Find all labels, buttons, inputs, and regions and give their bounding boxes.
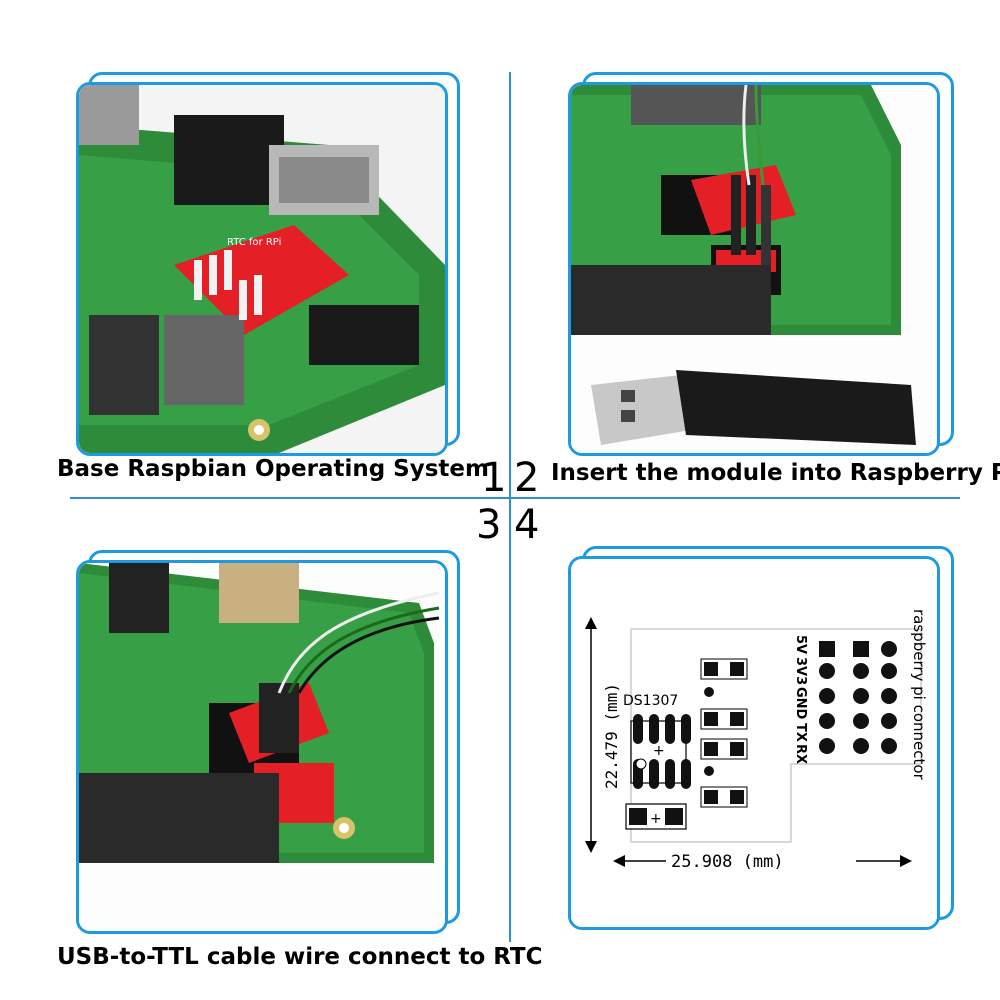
panel-2-photo [568,82,940,456]
svg-text:+: + [653,743,665,759]
chip-label: DS1307 [623,693,678,709]
step-2-caption: Insert the module into Raspberry Pi [551,460,1000,486]
svg-text:+: + [650,811,662,827]
step-1-caption: Base Raspbian Operating System [57,456,489,482]
vertical-divider [509,72,511,942]
step-4-number: 4 [514,502,540,548]
pin-label-rx: RX [793,744,808,764]
step-3-number: 3 [476,502,502,548]
pin-label-gnd: GND [793,687,808,720]
step-3-caption: USB-to-TTL cable wire connect to RTC [57,944,543,970]
pin-label-3v3: 3V3 [793,657,808,685]
height-dimension: 22.479 (mm) [602,683,621,789]
board-outline [630,628,922,843]
panel-4-schematic: 22.479 (mm) 25.908 (mm) DS1307 + + [568,556,940,930]
module-label: RTC for RPi [227,237,281,248]
panel-3-photo [76,560,448,934]
horizontal-divider [70,497,960,499]
pin-label-tx: TX [793,723,808,742]
panel-1-photo: RTC for RPi [76,82,448,456]
connector-label: raspberry pi connector [910,609,928,781]
width-dimension: 25.908 (mm) [671,852,784,872]
step-1-number: 1 [481,455,507,501]
pin-grid [819,641,897,754]
pin-label-5v: 5V [793,635,808,654]
step-2-number: 2 [514,455,540,501]
